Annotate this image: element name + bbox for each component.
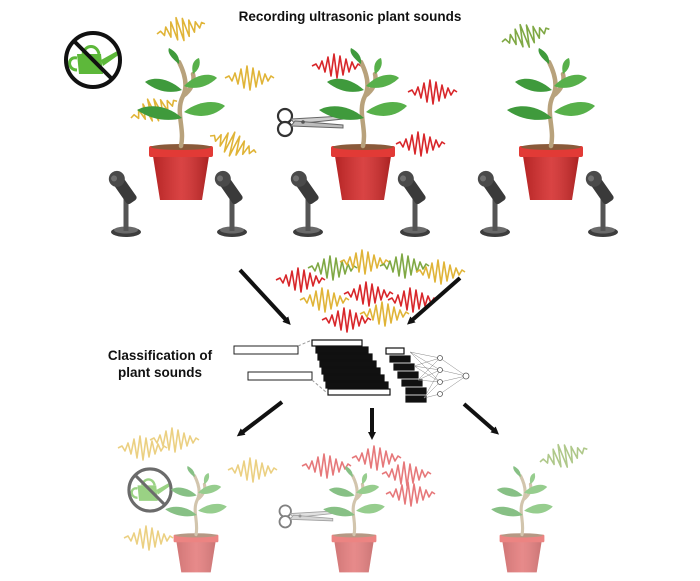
mixed-sound-cloud xyxy=(275,249,466,333)
plant-icon xyxy=(489,464,555,574)
top-scene-cut xyxy=(276,48,458,237)
result-drought xyxy=(117,427,278,574)
sound-wave-control xyxy=(498,16,554,55)
plant-icon xyxy=(137,48,225,200)
microphone-icon xyxy=(287,167,323,237)
classification-label: Classification of plant sounds xyxy=(96,347,224,381)
diagram-title: Recording ultrasonic plant sounds xyxy=(238,9,462,24)
classification-label-line2: plant sounds xyxy=(118,365,202,380)
neural-network-icon xyxy=(233,339,470,403)
no-watering-icon xyxy=(64,31,122,89)
microphone-icon xyxy=(394,167,430,237)
microphone-icon xyxy=(105,167,141,237)
plant-icon xyxy=(163,464,229,574)
arrow-to-classifier-left xyxy=(238,268,291,325)
result-control xyxy=(489,436,592,574)
result-cut xyxy=(278,445,436,574)
classification-label-line1: Classification of xyxy=(107,348,213,363)
top-scene-control xyxy=(474,16,618,237)
top-scene-drought xyxy=(64,11,275,237)
arrow-to-result-right xyxy=(462,402,500,435)
microphone-icon xyxy=(582,167,618,237)
arrow-to-result-left xyxy=(236,400,284,437)
microphone-icon xyxy=(211,167,247,237)
microphone-icon xyxy=(474,167,510,237)
arrow-to-classifier-right xyxy=(406,276,462,325)
no-watering-icon xyxy=(127,467,173,513)
plant-icon xyxy=(507,48,595,200)
sound-waves-drought xyxy=(126,11,275,165)
